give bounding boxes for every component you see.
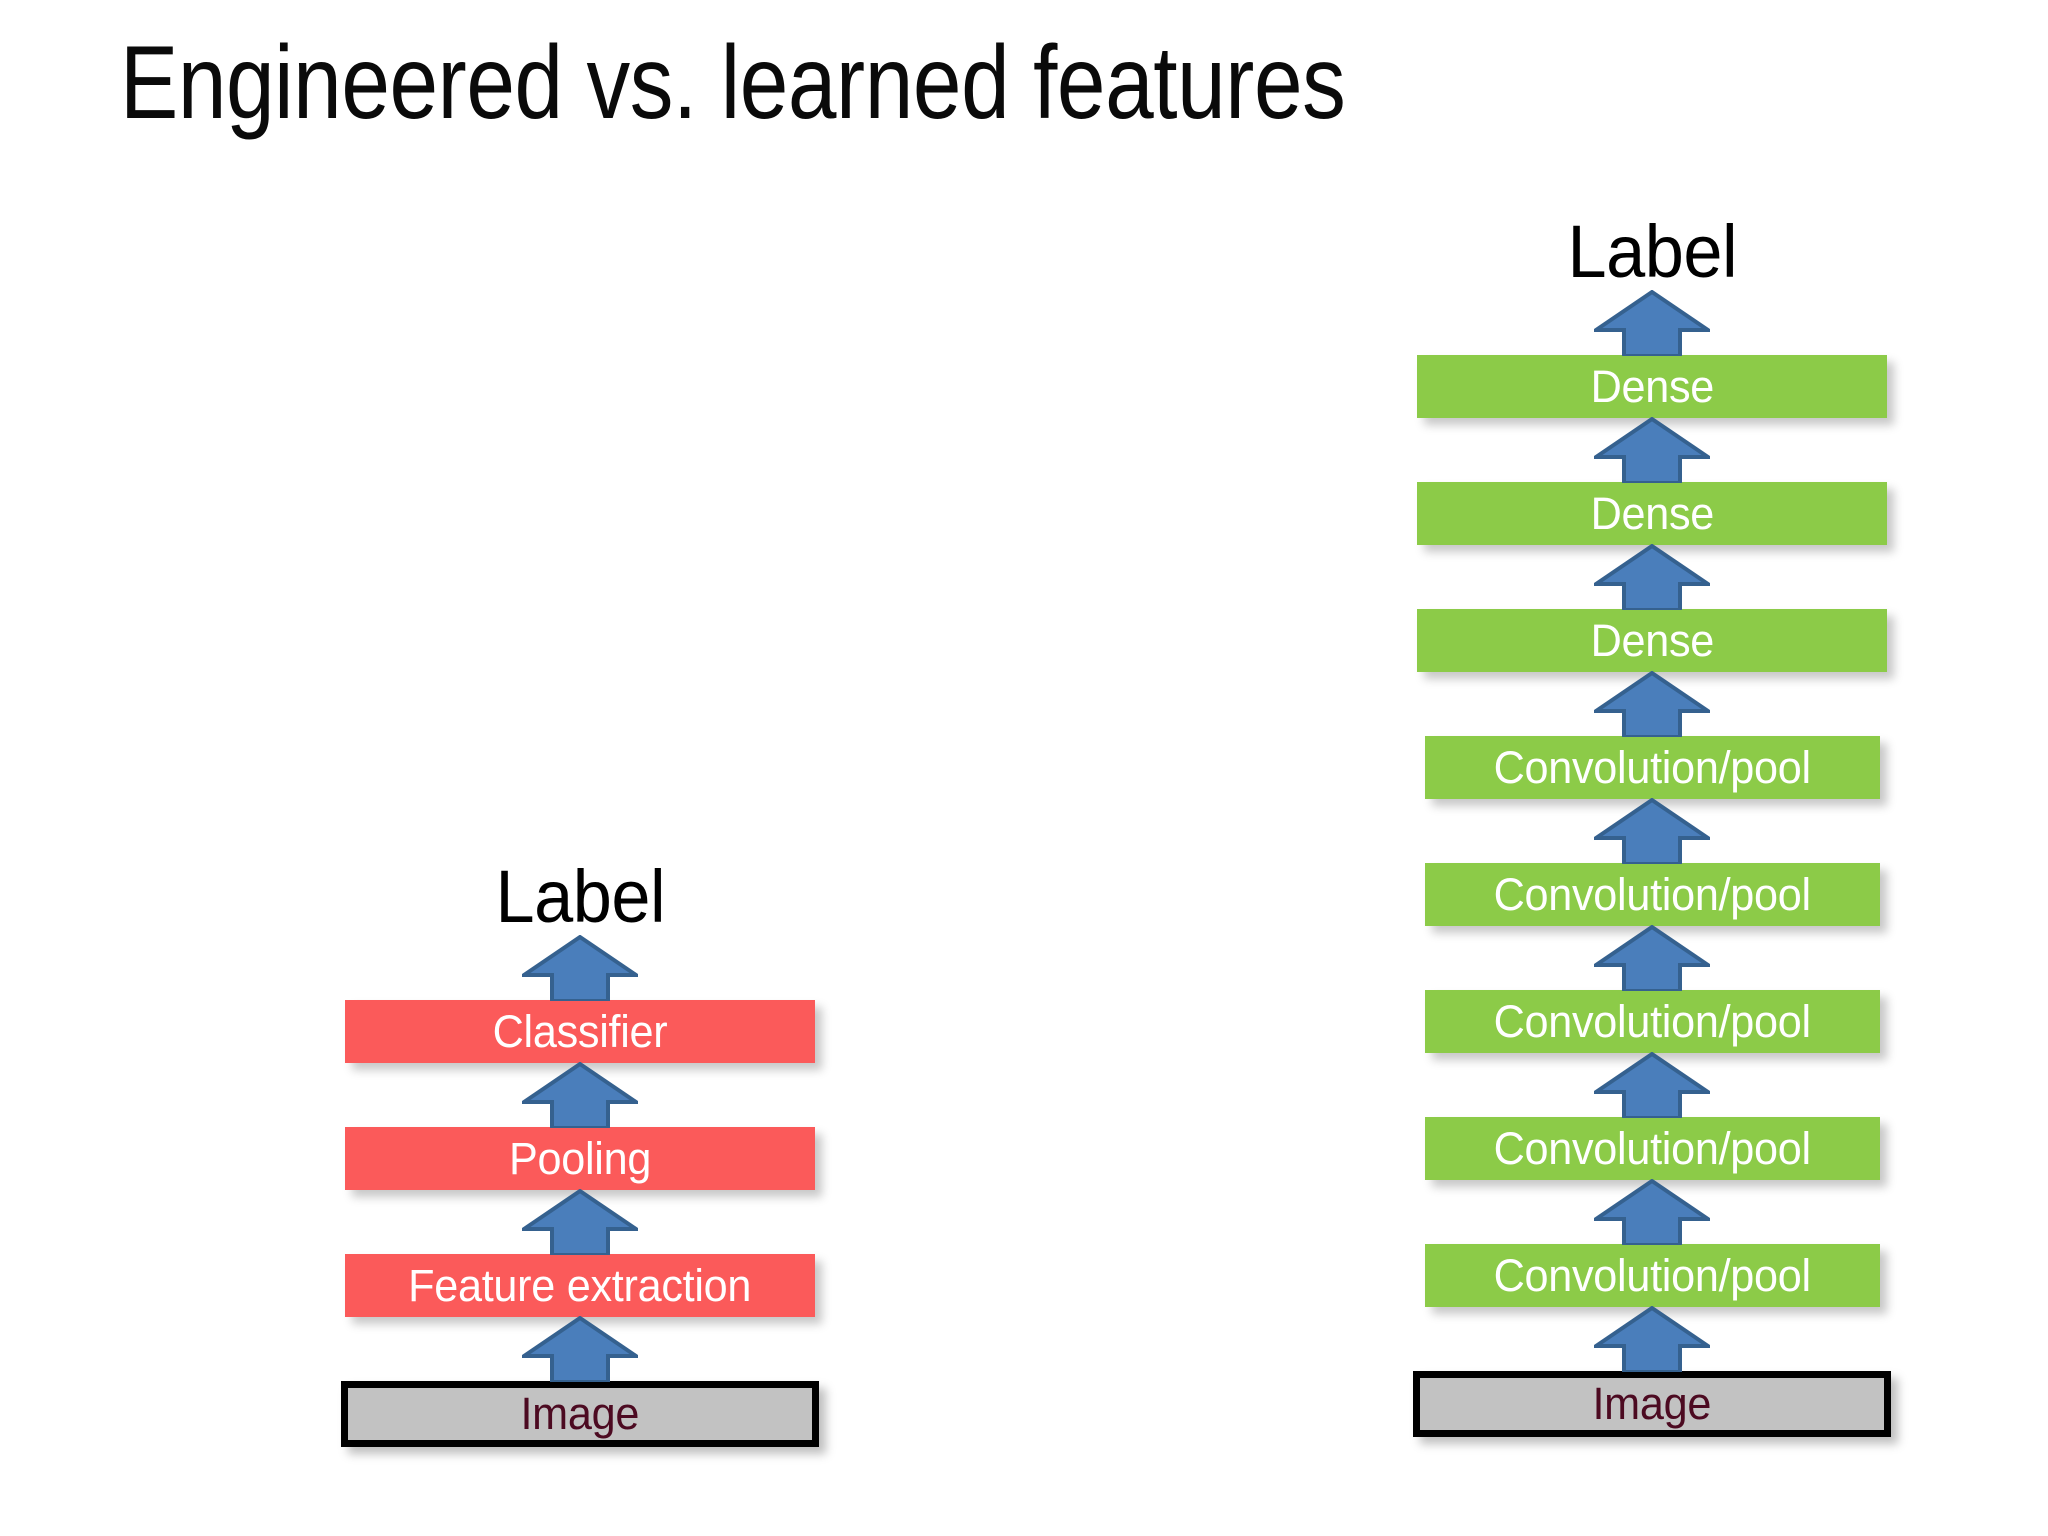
layer-convolution-pool-1[interactable]: Convolution/pool [1424, 736, 1880, 799]
arrow-up-icon [522, 1189, 638, 1255]
layer-label: Classifier [492, 1005, 668, 1057]
layer-label: Convolution/pool [1493, 1122, 1811, 1174]
layer-label: Dense [1590, 360, 1714, 412]
layer-label: Convolution/pool [1493, 995, 1811, 1047]
layer-label: Convolution/pool [1493, 1249, 1811, 1301]
layer-pooling[interactable]: Pooling [345, 1127, 815, 1190]
engineered-features-pipeline: Label Classifier Pooling Feature extract… [341, 855, 819, 1447]
arrow-up-icon [1594, 925, 1710, 991]
layer-convolution-pool-4[interactable]: Convolution/pool [1424, 1117, 1880, 1180]
input-image-box-engineered[interactable]: Image [341, 1381, 819, 1447]
layer-feature-extraction[interactable]: Feature extraction [345, 1254, 815, 1317]
layer-label: Pooling [508, 1132, 652, 1184]
arrow-up-icon [1594, 798, 1710, 864]
arrow-up-icon [522, 1062, 638, 1128]
page-title: Engineered vs. learned features [120, 25, 1346, 141]
arrow-up-icon [1594, 1052, 1710, 1118]
learned-features-pipeline: Label Dense Dense Dense [1413, 210, 1891, 1437]
layer-label: Convolution/pool [1493, 868, 1811, 920]
layer-label: Feature extraction [408, 1259, 752, 1311]
arrow-up-icon [1594, 1179, 1710, 1245]
input-label: Image [520, 1388, 640, 1439]
output-label-engineered: Label [495, 855, 665, 938]
arrow-up-icon [1594, 544, 1710, 610]
input-label: Image [1592, 1378, 1712, 1429]
layer-label: Convolution/pool [1493, 741, 1811, 793]
arrow-up-icon [522, 935, 638, 1001]
layer-convolution-pool-2[interactable]: Convolution/pool [1424, 863, 1880, 926]
arrow-up-icon [1594, 417, 1710, 483]
layer-convolution-pool-3[interactable]: Convolution/pool [1424, 990, 1880, 1053]
input-image-box-learned[interactable]: Image [1413, 1371, 1891, 1437]
layer-dense-2[interactable]: Dense [1417, 482, 1887, 545]
arrow-up-icon [1594, 1306, 1710, 1372]
layer-convolution-pool-5[interactable]: Convolution/pool [1424, 1244, 1880, 1307]
arrow-up-icon [522, 1316, 638, 1382]
layer-label: Dense [1590, 614, 1714, 666]
output-label-learned: Label [1567, 210, 1737, 293]
layer-dense-3[interactable]: Dense [1417, 609, 1887, 672]
layer-classifier[interactable]: Classifier [345, 1000, 815, 1063]
layer-dense-1[interactable]: Dense [1417, 355, 1887, 418]
arrow-up-icon [1594, 671, 1710, 737]
arrow-up-icon [1594, 290, 1710, 356]
layer-label: Dense [1590, 487, 1714, 539]
